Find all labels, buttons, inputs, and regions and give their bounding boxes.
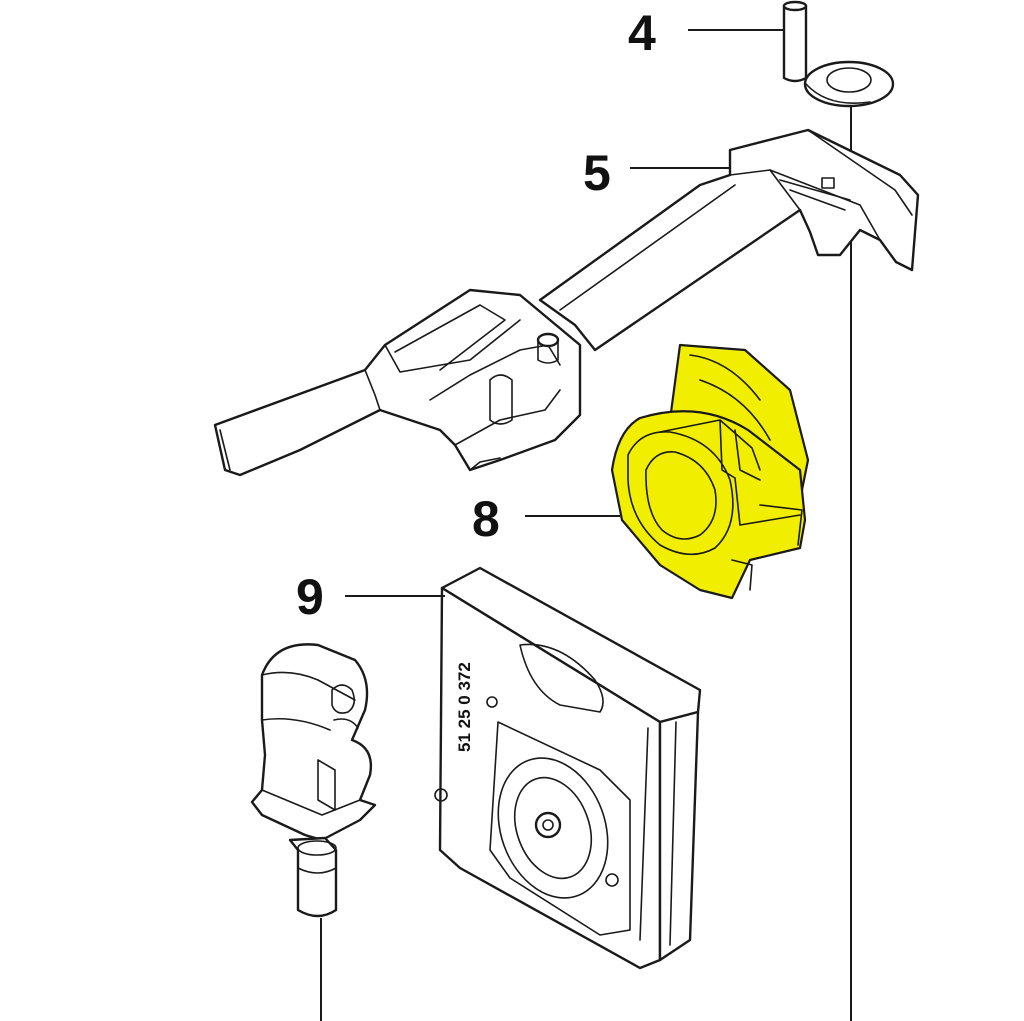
callout-4: 4	[628, 5, 656, 61]
clip-part	[250, 643, 377, 918]
part-5-check-strap	[213, 128, 920, 477]
part-8-bushing-highlighted	[610, 343, 810, 600]
part-4-pin-and-washer	[782, 0, 895, 108]
callout-5: 5	[583, 145, 611, 201]
part-9-housing: 51 25 0 372	[434, 566, 702, 970]
housing-part-code: 51 25 0 372	[455, 662, 474, 752]
callout-8: 8	[472, 491, 500, 547]
callout-9: 9	[296, 569, 324, 625]
